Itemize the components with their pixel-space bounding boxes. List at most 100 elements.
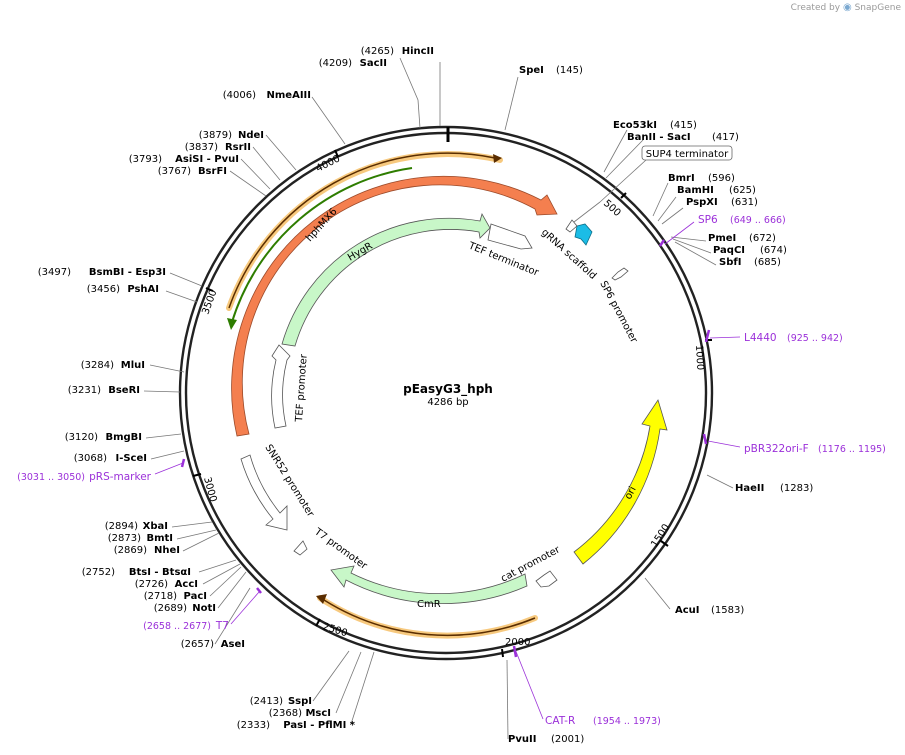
site-asisi[interactable]: AsiSI - PvuI (3793) xyxy=(129,154,239,165)
site-sacii[interactable]: SacII (4209) xyxy=(319,58,387,69)
site-bamhi-pos: (625) xyxy=(729,185,756,196)
site-pshai-pos: (3456) xyxy=(87,284,120,295)
site-nmeaiii[interactable]: NmeAIII (4006) xyxy=(223,90,311,101)
primer-labels: SP6 (649 .. 666) L4440 (925 .. 942) pBR3… xyxy=(17,214,886,727)
tef-promoter-feature[interactable] xyxy=(271,344,291,429)
site-msci-name: MscI xyxy=(305,708,331,719)
sup4-label: SUP4 terminator xyxy=(646,149,729,160)
site-bmti[interactable]: BmtI (2873) xyxy=(108,533,173,544)
site-bsmbi-name: BsmBI - Esp3I xyxy=(89,267,166,278)
tef-terminator-feature[interactable] xyxy=(487,223,533,250)
primer-t7-name: T7 xyxy=(215,620,229,632)
highlight-arc-top xyxy=(226,151,503,311)
primer-l4440[interactable]: L4440 (925 .. 942) xyxy=(744,332,843,344)
sp6-promoter-feature[interactable] xyxy=(611,267,629,281)
sup4-arrow xyxy=(565,219,578,233)
site-btsi-name: BtsI - BtsαI xyxy=(129,567,191,578)
site-acci[interactable]: AccI (2726) xyxy=(135,579,198,590)
site-btsi[interactable]: BtsI - BtsαI (2752) xyxy=(82,567,191,578)
cmr-label: CmR xyxy=(417,599,441,610)
site-xbai[interactable]: XbaI (2894) xyxy=(105,521,168,532)
site-rsrii[interactable]: RsrII (3837) xyxy=(185,142,251,153)
primer-sp6-range: (649 .. 666) xyxy=(730,215,786,226)
tick-label-2000: 2000 xyxy=(505,637,530,648)
site-banii[interactable]: BanII - SacI (417) xyxy=(627,132,739,143)
primer-pbr322[interactable]: pBR322ori-F (1176 .. 1195) xyxy=(744,443,886,455)
site-hincii[interactable]: HincII (4265) xyxy=(361,46,434,57)
site-nhei-name: NheI xyxy=(154,545,180,556)
site-sspi[interactable]: SspI (2413) xyxy=(250,696,312,707)
site-msci[interactable]: MscI (2368) xyxy=(269,708,331,719)
highlight-arc-bottom xyxy=(316,594,538,639)
primer-catr-name: CAT-R xyxy=(545,715,575,727)
site-pspxi[interactable]: PspXI (631) xyxy=(686,197,758,208)
site-pshai[interactable]: PshAI (3456) xyxy=(87,284,159,295)
site-noti-pos: (2689) xyxy=(154,603,187,614)
site-bseri-pos: (3231) xyxy=(68,385,101,396)
primer-prs[interactable]: pRS-marker (3031 .. 3050) xyxy=(17,471,152,483)
site-msci-pos: (2368) xyxy=(269,708,302,719)
site-pvuii[interactable]: PvuII (2001) xyxy=(508,734,584,745)
snr52-promoter-feature[interactable] xyxy=(240,454,288,531)
site-paci-name: PacI xyxy=(184,591,207,602)
site-paqci-pos: (674) xyxy=(760,245,787,256)
site-paqci[interactable]: PaqCI (674) xyxy=(713,245,787,256)
site-eco53ki[interactable]: Eco53kI (415) xyxy=(613,120,697,131)
site-bmti-name: BmtI xyxy=(146,533,173,544)
primer-catr[interactable]: CAT-R (1954 .. 1973) xyxy=(545,715,661,727)
site-spei[interactable]: SpeI (145) xyxy=(519,65,583,76)
site-sacii-pos: (4209) xyxy=(319,58,352,69)
site-acci-name: AccI xyxy=(175,579,198,590)
primer-t7[interactable]: T7 (2658 .. 2677) xyxy=(143,620,229,632)
site-bmgbi[interactable]: BmgBI (3120) xyxy=(65,432,142,443)
plasmid-name: pEasyG3_hph xyxy=(403,382,493,397)
ori-label: ori xyxy=(623,485,639,502)
site-mlui-pos: (3284) xyxy=(81,360,114,371)
backbone xyxy=(178,125,714,661)
site-haeii-name: HaeII xyxy=(735,483,764,494)
site-ndei[interactable]: NdeI (3879) xyxy=(199,130,264,141)
site-spei-pos: (145) xyxy=(556,65,583,76)
site-eco53ki-pos: (415) xyxy=(670,120,697,131)
site-paci[interactable]: PacI (2718) xyxy=(144,591,207,602)
site-sbfi[interactable]: SbfI (685) xyxy=(719,257,781,268)
primer-prs-range: (3031 .. 3050) xyxy=(17,472,85,483)
site-haeii[interactable]: HaeII (1283) xyxy=(735,483,813,494)
backbone-ticks xyxy=(192,149,712,658)
site-spei-name: SpeI xyxy=(519,65,544,76)
site-bsrfi[interactable]: BsrFI (3767) xyxy=(158,166,227,177)
site-bseri[interactable]: BseRI (3231) xyxy=(68,385,140,396)
tick-label-2500: 2500 xyxy=(321,621,349,639)
site-asei[interactable]: AseI (2657) xyxy=(181,639,245,650)
primer-l4440-name: L4440 xyxy=(744,332,777,344)
t7-promoter-arrow[interactable] xyxy=(293,540,308,556)
cat-promoter-feature[interactable] xyxy=(535,570,558,588)
tick-label-3500: 3500 xyxy=(200,288,219,316)
site-banii-name: BanII - SacI xyxy=(627,132,691,143)
site-nhei[interactable]: NheI (2869) xyxy=(114,545,180,556)
site-bsmbi[interactable]: BsmBI - Esp3I (3497) xyxy=(38,267,166,278)
hphmx6-feature[interactable] xyxy=(231,175,558,437)
site-acci-pos: (2726) xyxy=(135,579,168,590)
site-bamhi[interactable]: BamHI (625) xyxy=(677,185,756,196)
site-mlui[interactable]: MluI (3284) xyxy=(81,360,145,371)
cmr-feature[interactable] xyxy=(330,565,528,604)
site-scei[interactable]: I-SceI (3068) xyxy=(74,453,147,464)
ori-feature[interactable] xyxy=(573,399,668,565)
site-pspxi-name: PspXI xyxy=(686,197,718,208)
site-acui[interactable]: AcuI (1583) xyxy=(675,605,744,616)
site-bmri[interactable]: BmrI (596) xyxy=(668,173,735,184)
site-pshai-name: PshAI xyxy=(127,284,159,295)
site-pmei[interactable]: PmeI (672) xyxy=(708,233,776,244)
grna-scaffold-feature[interactable] xyxy=(574,223,593,246)
primer-sp6[interactable]: SP6 (649 .. 666) xyxy=(698,214,786,226)
sup4-label-box: SUP4 terminator xyxy=(573,145,733,223)
site-bsrfi-pos: (3767) xyxy=(158,166,191,177)
tick-label-1000: 1000 xyxy=(693,345,705,371)
site-pasi[interactable]: PasI - PflMI * (2333) xyxy=(237,720,356,731)
site-noti[interactable]: NotI (2689) xyxy=(154,603,216,614)
primer-pbr322-name: pBR322ori-F xyxy=(744,443,809,455)
site-rsrii-name: RsrII xyxy=(225,142,251,153)
site-scei-name: I-SceI xyxy=(115,453,147,464)
site-mlui-name: MluI xyxy=(121,360,145,371)
